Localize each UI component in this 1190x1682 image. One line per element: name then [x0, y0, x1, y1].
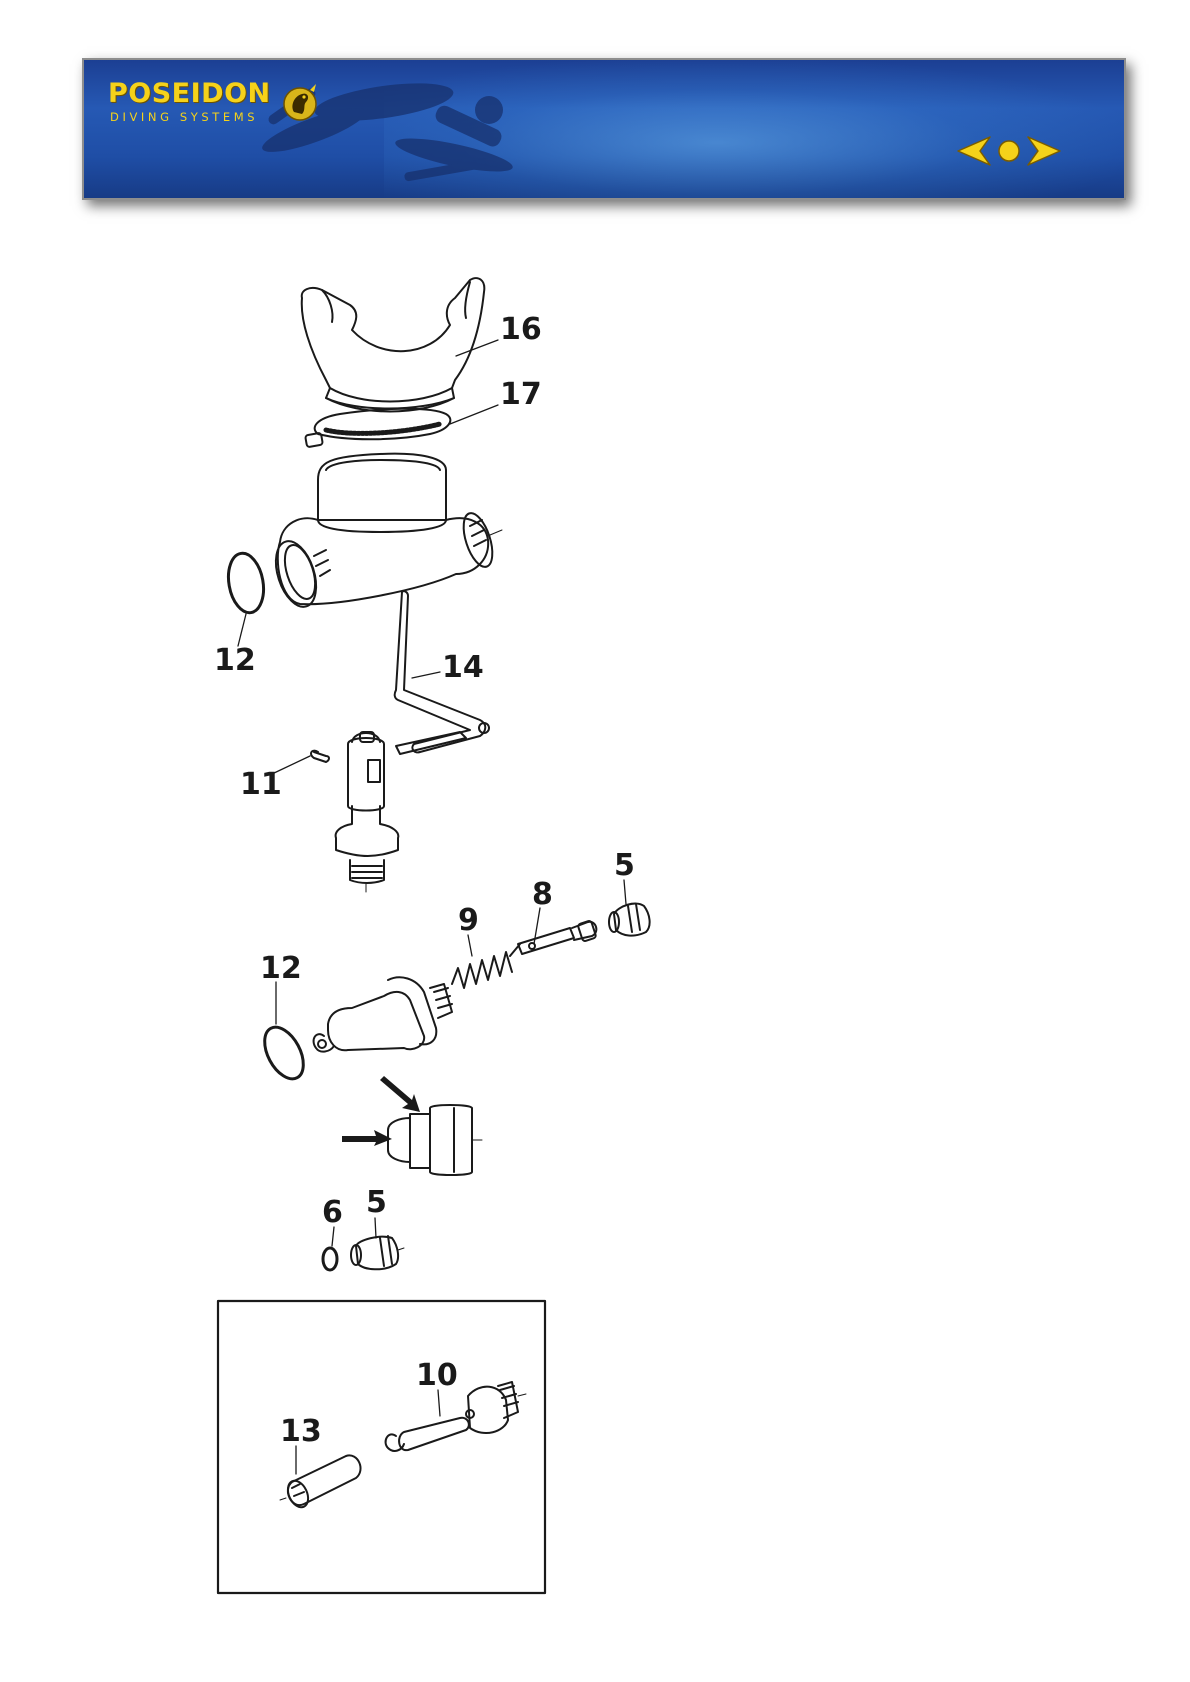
callout-12-upper: 12 [214, 643, 256, 678]
part-12-o-ring-lower [257, 1021, 312, 1085]
part-9-spring [452, 952, 512, 988]
part-8-spindle [510, 920, 596, 956]
callout-14: 14 [442, 650, 484, 685]
valve-seat-detail [380, 1105, 482, 1175]
callout-5-lower: 5 [366, 1185, 387, 1220]
part-11-clip [311, 751, 329, 762]
callout-5-upper: 5 [614, 848, 635, 883]
callout-16: 16 [500, 312, 542, 347]
inset-detail-box [218, 1301, 545, 1593]
part-6-o-ring [323, 1248, 337, 1270]
part-17-clamp-band [305, 409, 450, 448]
callout-11: 11 [240, 767, 282, 802]
callout-8: 8 [532, 877, 553, 912]
part-5-poppet-lower [351, 1236, 404, 1269]
leader-lines [238, 340, 626, 1474]
callout-9: 9 [458, 903, 479, 938]
callout-12-lower: 12 [260, 951, 302, 986]
callout-10: 10 [416, 1358, 458, 1393]
valve-housing [336, 732, 399, 892]
callout-13: 13 [280, 1414, 322, 1449]
lower-valve-body [314, 977, 452, 1051]
part-12-o-ring-upper [224, 551, 268, 616]
part-13-sleeve [280, 1455, 361, 1510]
seat-inspection-arrows [342, 1076, 420, 1146]
callout-6: 6 [322, 1195, 343, 1230]
part-16-mouthpiece [302, 278, 485, 411]
part-5-poppet-upper [609, 904, 650, 936]
t-body-tube [268, 454, 502, 612]
callout-17: 17 [500, 377, 542, 412]
